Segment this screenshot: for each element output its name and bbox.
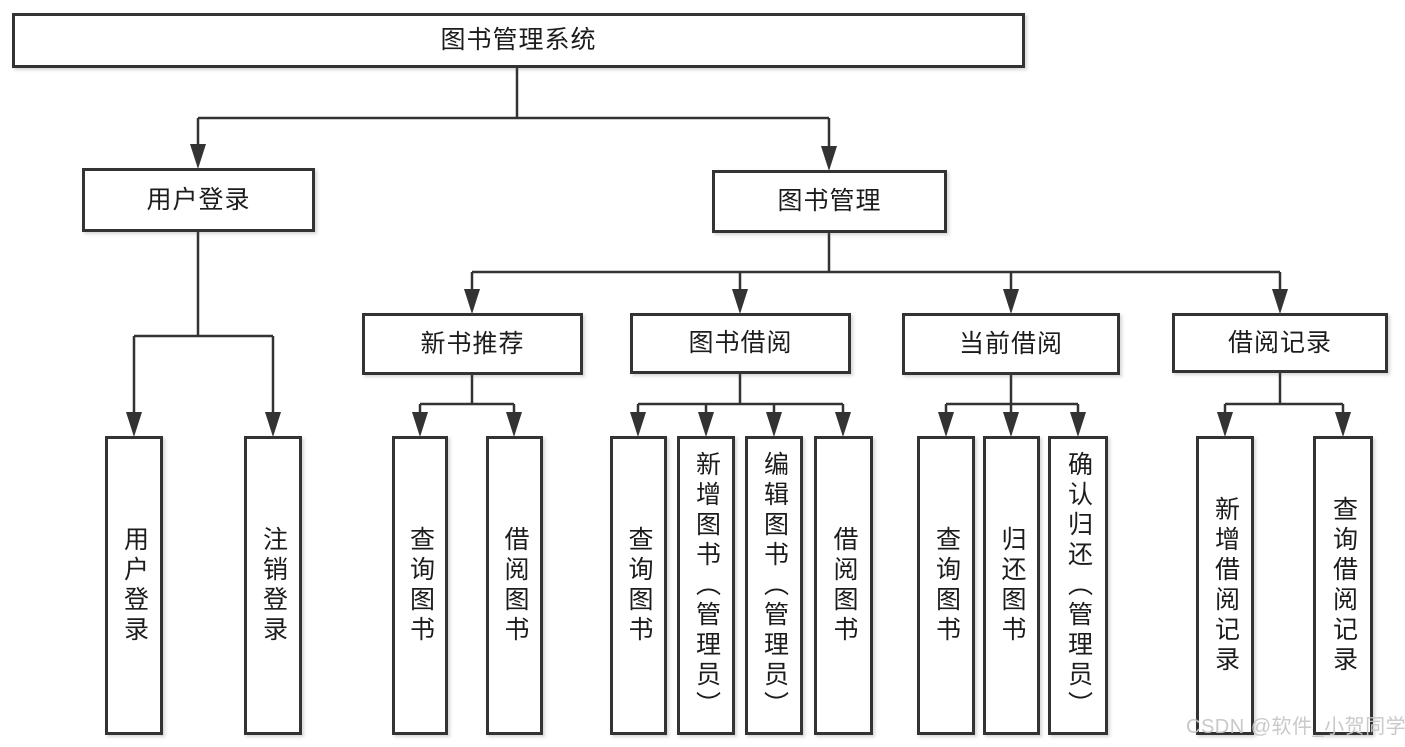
node-book-management-label: 图书管理 <box>777 187 882 215</box>
leaf-rec-add-record: 新增借阅记录 <box>1196 436 1254 735</box>
leaf-cb-query-books-label: 查询图书 <box>932 525 961 646</box>
node-current-borrowing-label: 当前借阅 <box>958 329 1063 358</box>
leaf-bb-borrow-books-label: 借阅图书 <box>830 525 858 646</box>
leaf-rec-query-record-label: 查询借阅记录 <box>1329 495 1358 676</box>
leaf-bb-add-books-admin: 新增图书（管理员） <box>677 436 735 735</box>
leaf-logout-label: 注销登录 <box>259 525 288 646</box>
node-root-label: 图书管理系统 <box>440 26 597 54</box>
leaf-nb-borrow-books: 借阅图书 <box>486 436 543 735</box>
leaf-bb-query-books-label: 查询图书 <box>625 525 653 646</box>
leaf-rec-query-record: 查询借阅记录 <box>1313 436 1373 735</box>
leaf-bb-borrow-books: 借阅图书 <box>814 436 873 735</box>
leaf-user-login: 用户登录 <box>105 436 163 735</box>
leaf-cb-confirm-return-admin: 确认归还（管理员） <box>1048 436 1108 735</box>
leaf-rec-add-record-label: 新增借阅记录 <box>1211 495 1240 676</box>
node-book-borrowing: 图书借阅 <box>630 313 851 374</box>
node-book-management: 图书管理 <box>712 170 947 233</box>
node-current-borrowing: 当前借阅 <box>902 313 1120 375</box>
leaf-cb-query-books: 查询图书 <box>917 436 975 735</box>
node-new-book-recommend: 新书推荐 <box>362 313 583 375</box>
node-book-borrowing-label: 图书借阅 <box>688 329 793 357</box>
leaf-cb-return-books: 归还图书 <box>983 436 1040 735</box>
node-user-login: 用户登录 <box>82 168 315 232</box>
leaf-user-login-label: 用户登录 <box>120 525 149 646</box>
leaf-bb-edit-books-admin: 编辑图书（管理员） <box>745 436 803 735</box>
leaf-bb-query-books: 查询图书 <box>610 436 667 735</box>
watermark: CSDN @软件_小贺同学 <box>1186 716 1405 738</box>
leaf-nb-query-books-label: 查询图书 <box>406 525 435 646</box>
node-root: 图书管理系统 <box>12 13 1025 68</box>
leaf-bb-add-books-admin-label: 新增图书（管理员） <box>692 450 721 721</box>
leaf-nb-borrow-books-label: 借阅图书 <box>501 525 529 646</box>
leaf-logout: 注销登录 <box>244 436 302 735</box>
node-user-login-label: 用户登录 <box>146 185 251 214</box>
leaf-cb-confirm-return-admin-label: 确认归还（管理员） <box>1064 450 1093 721</box>
leaf-cb-return-books-label: 归还图书 <box>998 525 1026 646</box>
node-borrowing-records: 借阅记录 <box>1172 313 1388 373</box>
node-new-book-recommend-label: 新书推荐 <box>420 329 525 358</box>
node-borrowing-records-label: 借阅记录 <box>1227 328 1332 357</box>
leaf-nb-query-books: 查询图书 <box>392 436 448 735</box>
leaf-bb-edit-books-admin-label: 编辑图书（管理员） <box>760 450 789 721</box>
